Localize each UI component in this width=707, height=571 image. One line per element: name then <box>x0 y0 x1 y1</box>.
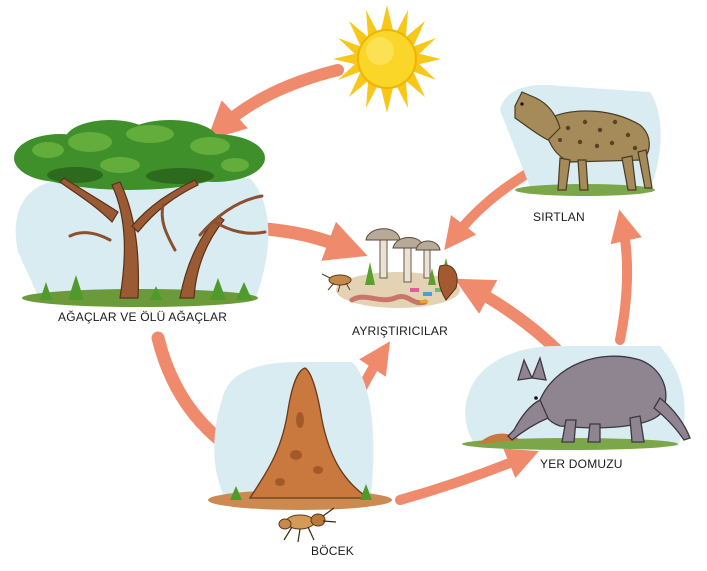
arrow-sun-to-trees <box>206 64 344 141</box>
label-aardvark: YER DOMUZU <box>540 457 623 471</box>
label-trees: AĞAÇLAR VE ÖLÜ AĞAÇLAR <box>58 310 228 324</box>
insect-illustration <box>208 362 392 543</box>
label-insect: BÖCEK <box>311 544 355 558</box>
trees-illustration <box>14 120 269 307</box>
arrow-hyena-to-decomposers <box>444 165 538 251</box>
hyena-illustration <box>500 84 661 196</box>
arrow-aardvark-to-hyena <box>610 209 642 345</box>
arrow-insect-to-aardvark <box>395 448 539 505</box>
decomposers-illustration <box>321 228 460 308</box>
aardvark-illustration <box>462 345 691 450</box>
label-hyena: SIRTLAN <box>533 210 585 224</box>
label-decomposers: AYRIŞTIRICILAR <box>352 324 448 338</box>
sun-icon <box>333 5 441 113</box>
